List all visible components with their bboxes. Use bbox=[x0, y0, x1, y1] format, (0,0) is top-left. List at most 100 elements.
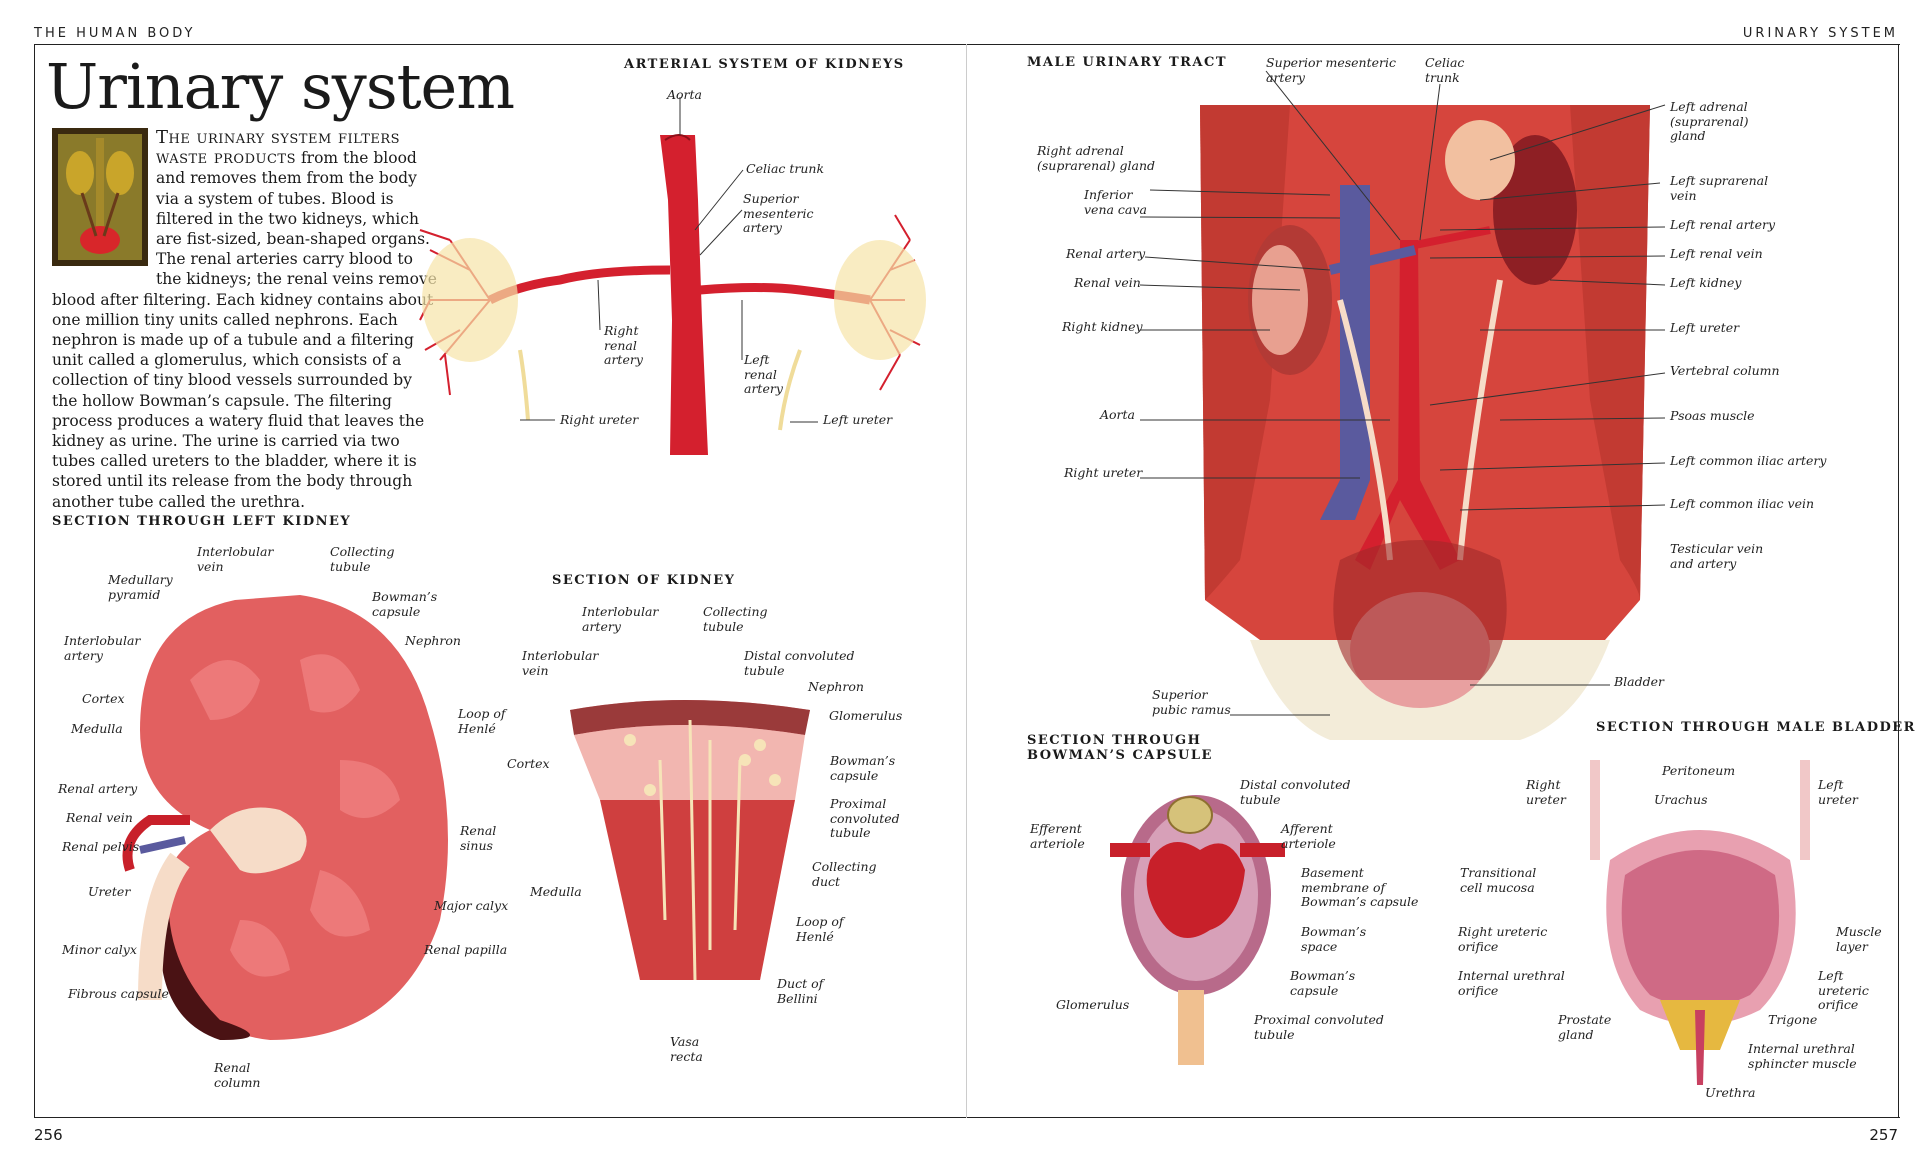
label-left-renal-artery: Left renal artery bbox=[1670, 217, 1776, 232]
label-internal-urethral-sphincter: Internal urethral sphincter muscle bbox=[1748, 1041, 1857, 1071]
label-distal-convoluted-tubule-bowman: Distal convoluted tubule bbox=[1240, 777, 1351, 807]
label-bowmans-capsule-bowman: Bowman’s capsule bbox=[1290, 968, 1356, 998]
label-bowmans-capsule-kidney: Bowman’s capsule bbox=[372, 589, 438, 619]
label-celiac-trunk-arterial: Celiac trunk bbox=[746, 161, 825, 176]
heading-arterial-system: ARTERIAL SYSTEM OF KIDNEYS bbox=[624, 57, 905, 72]
label-vertebral-column: Vertebral column bbox=[1670, 363, 1780, 378]
label-cortex-kidney: Cortex bbox=[82, 691, 125, 706]
label-nephron-kidney: Nephron bbox=[405, 633, 461, 648]
label-cortex-section: Cortex bbox=[507, 756, 550, 771]
label-bowmans-space: Bowman’s space bbox=[1301, 924, 1367, 954]
label-muscle-layer: Muscle layer bbox=[1836, 924, 1882, 954]
label-minor-calyx: Minor calyx bbox=[62, 942, 137, 957]
label-superior-mesenteric-artery-arterial: Superior mesenteric artery bbox=[743, 191, 814, 235]
label-left-kidney: Left kidney bbox=[1670, 275, 1742, 290]
page-title: Urinary system bbox=[46, 50, 515, 123]
top-rule bbox=[34, 44, 1900, 45]
label-testicular-vein-and-artery: Testicular vein and artery bbox=[1670, 541, 1764, 571]
label-right-renal-artery: Right renal artery bbox=[604, 323, 643, 367]
label-renal-column: Renal column bbox=[214, 1060, 261, 1090]
label-urachus: Urachus bbox=[1654, 792, 1708, 807]
label-renal-vein-tract: Renal vein bbox=[1074, 275, 1141, 290]
label-aorta-arterial: Aorta bbox=[667, 87, 703, 102]
male-bladder-illustration bbox=[1590, 760, 1810, 1085]
label-renal-vein-kidney: Renal vein bbox=[66, 810, 133, 825]
heading-male-tract: MALE URINARY TRACT bbox=[1027, 55, 1228, 70]
label-proximal-convoluted-tubule-bowman: Proximal convoluted tubule bbox=[1254, 1012, 1384, 1042]
bowman-capsule-illustration bbox=[1110, 795, 1285, 1065]
label-medulla-kidney: Medulla bbox=[71, 721, 123, 736]
label-interlobular-vein-section: Interlobular vein bbox=[522, 648, 599, 678]
page-number-right: 257 bbox=[1869, 1126, 1898, 1144]
left-kidney-illustration bbox=[122, 595, 448, 1040]
label-transitional-cell-mucosa: Transitional cell mucosa bbox=[1460, 865, 1537, 895]
label-inferior-vena-cava: Inferior vena cava bbox=[1084, 187, 1147, 217]
label-prostate-gland: Prostate gland bbox=[1558, 1012, 1612, 1042]
label-renal-sinus: Renal sinus bbox=[460, 823, 497, 853]
label-collecting-tubule-section: Collecting tubule bbox=[703, 604, 768, 634]
label-bowmans-capsule-section: Bowman’s capsule bbox=[830, 753, 896, 783]
bottom-rule bbox=[34, 1117, 1900, 1118]
label-medulla-section: Medulla bbox=[530, 884, 582, 899]
intro-text: The urinary system filters waste product… bbox=[52, 127, 442, 512]
arterial-system-illustration bbox=[419, 134, 926, 455]
label-vasa-recta: Vasa recta bbox=[670, 1034, 703, 1064]
intro-body: from the blood and removes them from the… bbox=[52, 149, 437, 511]
heading-left-kidney: SECTION THROUGH LEFT KIDNEY bbox=[52, 514, 352, 529]
label-collecting-tubule: Collecting tubule bbox=[330, 544, 395, 574]
label-left-ureter-bladder: Left ureter bbox=[1818, 777, 1858, 807]
label-left-ureteric-orifice: Left ureteric orifice bbox=[1818, 968, 1869, 1012]
label-glomerulus-section: Glomerulus bbox=[829, 708, 903, 723]
heading-kidney-section: SECTION OF KIDNEY bbox=[552, 573, 736, 588]
label-psoas-muscle: Psoas muscle bbox=[1670, 408, 1755, 423]
label-glomerulus-bowman: Glomerulus bbox=[1056, 997, 1130, 1012]
label-left-ureter-tract: Left ureter bbox=[1670, 320, 1740, 335]
label-urethra: Urethra bbox=[1705, 1085, 1756, 1100]
heading-bowman-capsule: SECTION THROUGH BOWMAN’S CAPSULE bbox=[1027, 733, 1213, 763]
male-tract-illustration bbox=[1200, 105, 1650, 740]
label-interlobular-artery-kidney: Interlobular artery bbox=[64, 633, 141, 663]
label-left-renal-artery: Left renal artery bbox=[744, 352, 783, 396]
label-renal-artery-kidney: Renal artery bbox=[58, 781, 138, 796]
gutter bbox=[966, 44, 967, 1118]
label-left-renal-vein: Left renal vein bbox=[1670, 246, 1763, 261]
kidney-section-illustration bbox=[570, 700, 810, 981]
label-trigone: Trigone bbox=[1768, 1012, 1818, 1027]
intro-lead: The urinary system filters waste product… bbox=[156, 127, 401, 169]
xray-thumbnail bbox=[52, 128, 148, 266]
heading-male-bladder: SECTION THROUGH MALE BLADDER bbox=[1596, 720, 1916, 735]
label-right-ureteric-orifice: Right ureteric orifice bbox=[1458, 924, 1548, 954]
label-basement-membrane: Basement membrane of Bowman’s capsule bbox=[1301, 865, 1419, 909]
label-distal-convoluted-tubule-section: Distal convoluted tubule bbox=[744, 648, 855, 678]
label-collecting-duct: Collecting duct bbox=[812, 859, 877, 889]
label-efferent-arteriole: Efferent arteriole bbox=[1030, 821, 1085, 851]
label-fibrous-capsule: Fibrous capsule bbox=[68, 986, 169, 1001]
label-right-adrenal-gland: Right adrenal (suprarenal) gland bbox=[1037, 143, 1155, 173]
label-loop-of-henle-section: Loop of Henlé bbox=[796, 914, 844, 944]
label-afferent-arteriole: Afferent arteriole bbox=[1281, 821, 1336, 851]
label-renal-papilla: Renal papilla bbox=[424, 942, 508, 957]
label-internal-urethral-orifice: Internal urethral orifice bbox=[1458, 968, 1565, 998]
label-right-ureter-arterial: Right ureter bbox=[560, 412, 639, 427]
label-proximal-convoluted-tubule-section: Proximal convoluted tubule bbox=[830, 796, 900, 840]
label-interlobular-artery-section: Interlobular artery bbox=[582, 604, 659, 634]
label-superior-mesenteric-artery-tract: Superior mesenteric artery bbox=[1266, 55, 1396, 85]
label-aorta-tract: Aorta bbox=[1100, 407, 1136, 422]
left-frame-rule bbox=[34, 44, 35, 1118]
label-medullary-pyramid: Medullary pyramid bbox=[108, 572, 173, 602]
label-superior-pubic-ramus: Superior pubic ramus bbox=[1152, 687, 1231, 717]
label-left-common-iliac-vein: Left common iliac vein bbox=[1670, 496, 1815, 511]
label-duct-of-bellini: Duct of Bellini bbox=[777, 976, 824, 1006]
label-renal-artery-tract: Renal artery bbox=[1066, 246, 1146, 261]
label-peritoneum: Peritoneum bbox=[1662, 763, 1736, 778]
label-right-ureter-bladder: Right ureter bbox=[1526, 777, 1566, 807]
leader-lines bbox=[520, 70, 1666, 716]
label-left-ureter-arterial: Left ureter bbox=[823, 412, 893, 427]
label-right-kidney: Right kidney bbox=[1062, 319, 1143, 334]
label-ureter-kidney: Ureter bbox=[88, 884, 131, 899]
label-loop-of-henle-kidney: Loop of Henlé bbox=[458, 706, 506, 736]
page-number-left: 256 bbox=[34, 1126, 63, 1144]
label-left-adrenal-gland: Left adrenal (suprarenal) gland bbox=[1670, 99, 1749, 143]
label-major-calyx: Major calyx bbox=[434, 898, 509, 913]
